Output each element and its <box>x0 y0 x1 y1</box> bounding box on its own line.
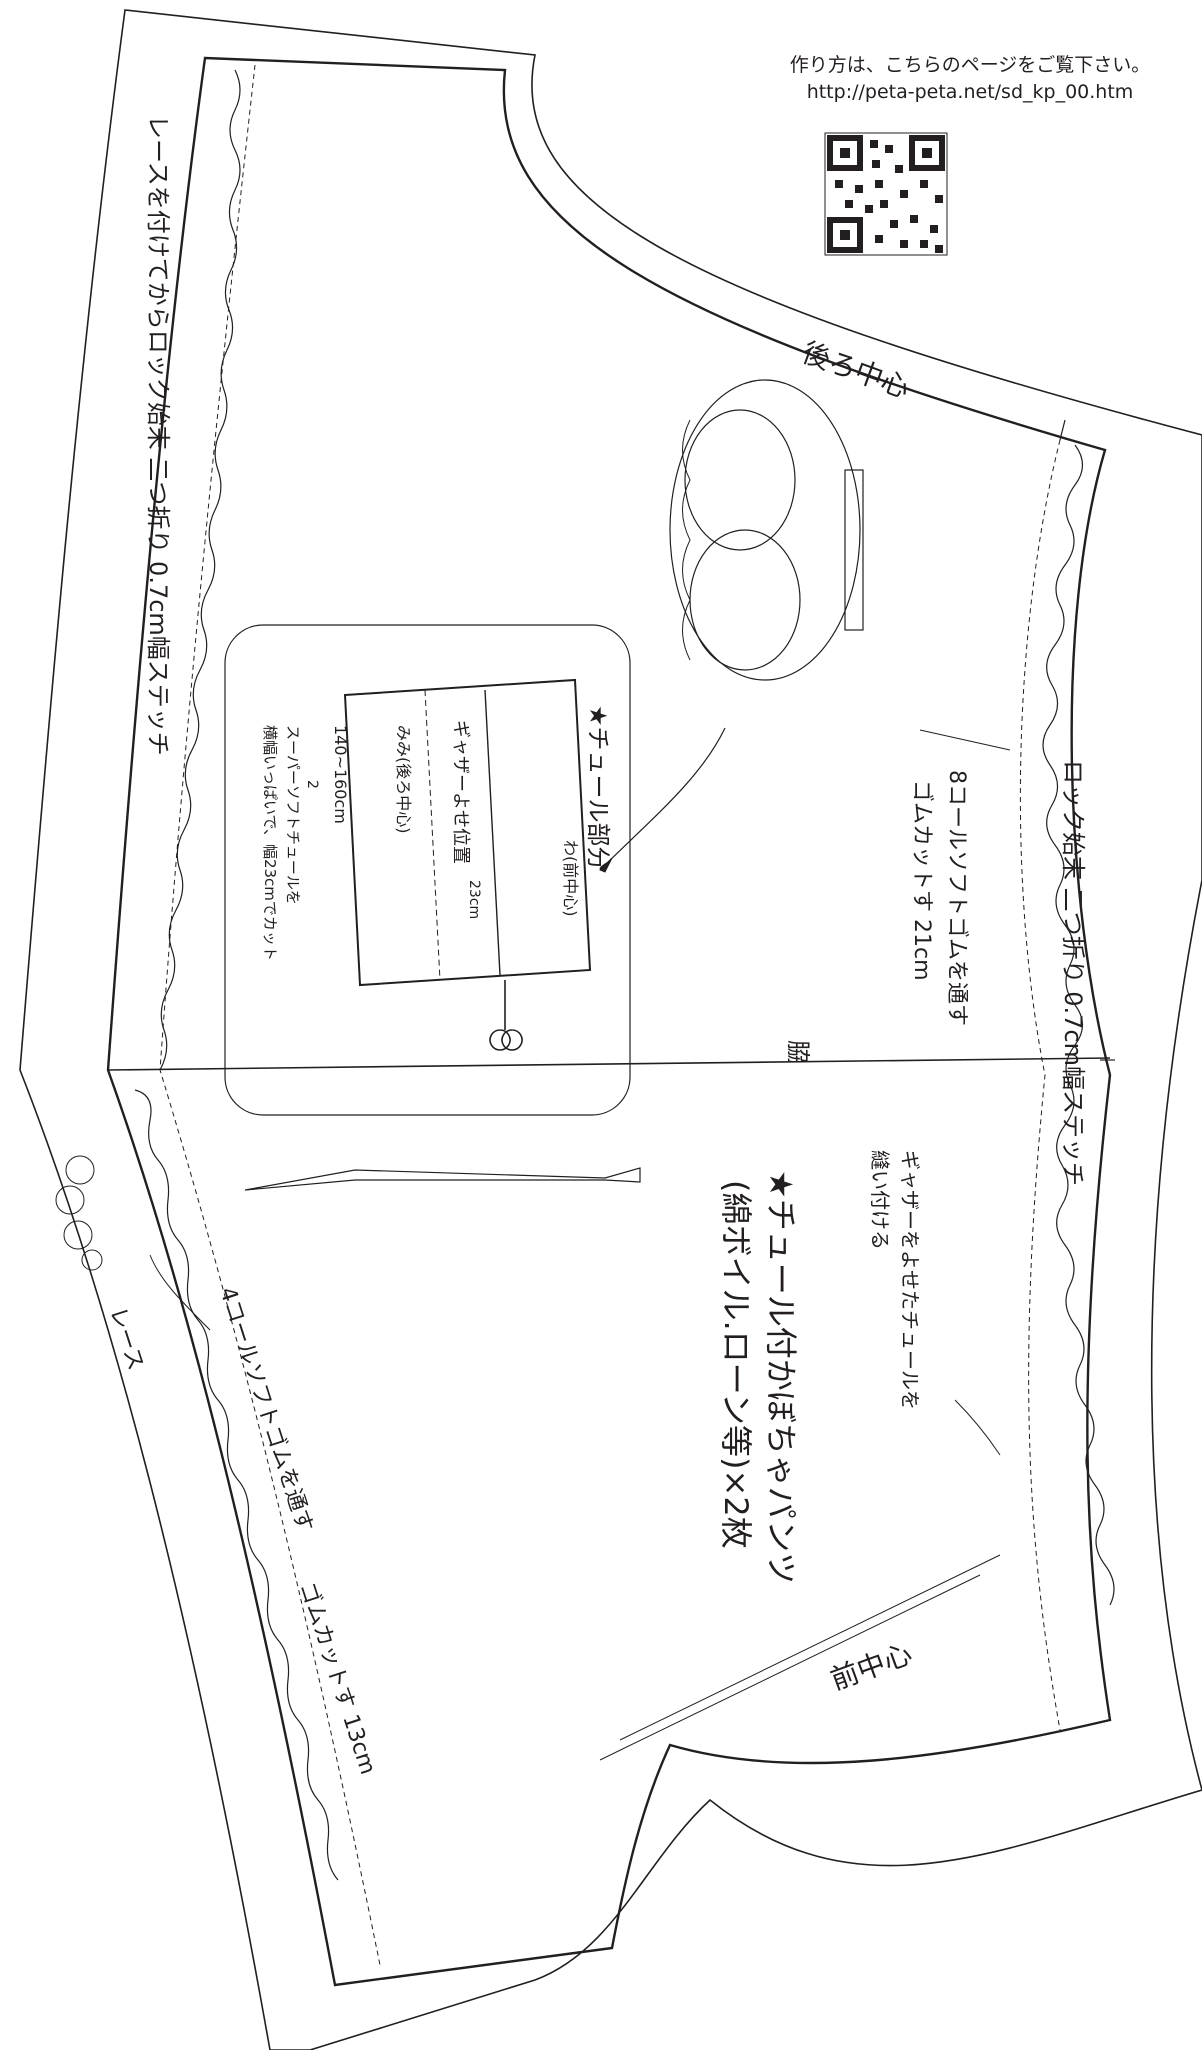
waist-elastic-label: 8コールソフトゴムを通す <box>944 770 969 1026</box>
pattern-title: ★チュール付かぼちゃパンツ <box>762 1170 800 1584</box>
tulle-gather-line <box>424 689 441 981</box>
tulle-selvage-label: みみ(後ろ中心) <box>394 725 413 834</box>
tulle-length-bottom: 2 <box>304 780 320 789</box>
leader-line <box>954 1399 1001 1456</box>
tulle-length-top: 140~160cm <box>331 725 350 824</box>
lace-wavy-line-waist <box>1042 444 1115 1606</box>
garment-illustration <box>669 379 864 681</box>
lace-wavy-line-hem <box>159 69 241 1071</box>
qr-code <box>824 132 948 256</box>
waist-instruction-label: ロック始末 二つ折り 0.7cm幅ステッチ <box>1059 760 1087 1186</box>
tulle-inset-title: ★チュール部分 <box>584 705 612 871</box>
tulle-inset-box <box>224 624 631 1116</box>
header: 作り方は、こちらのページをご覧下さい。 http://peta-peta.net… <box>760 52 1180 106</box>
waist-stitch-line <box>1019 439 1061 1731</box>
lace-wavy-line-leg <box>134 1089 339 1881</box>
tulle-desc-1: スーパーソフトチュールを <box>284 725 302 905</box>
pattern-line <box>106 56 1112 1987</box>
tulle-rectangle <box>343 678 592 987</box>
leader-line <box>149 1254 211 1331</box>
tulle-fold-line <box>484 689 501 976</box>
side-seam-line <box>107 1057 1111 1071</box>
instruction-text: 作り方は、こちらのページをご覧下さい。 <box>789 54 1151 76</box>
front-center-label: 前中心 <box>826 1637 916 1697</box>
lace-illustration <box>55 1155 103 1271</box>
tulle-gather-position-label: ギャザーよせ位置 <box>450 720 471 864</box>
scissors-icon <box>489 980 523 1051</box>
gather-note-label: ギャザーをよせたチュールを <box>898 1150 922 1410</box>
tulle-pointer-arrow <box>599 727 726 871</box>
leg-elastic-cut-label: ゴムカットす 13cm <box>294 1579 380 1777</box>
front-center-line <box>599 1554 1001 1761</box>
outer-cut-line <box>19 9 1202 2050</box>
leader-line <box>919 729 1011 751</box>
waist-elastic-cut-label: ゴムカットす 21cm <box>909 780 934 981</box>
hem-instruction-label: レースを付けてからロック始末 二つ折り 0.7cm幅ステッチ <box>144 115 172 756</box>
gather-note-2-label: 縫い付ける <box>868 1150 892 1250</box>
notch-mark <box>1059 419 1066 441</box>
arrow-head <box>599 857 613 873</box>
grain-arrow <box>244 1167 641 1191</box>
pattern-subtitle: (綿ボイル.ローン等)×2枚 <box>717 1180 755 1549</box>
leg-elastic-label: 4コールソフトゴムを通す <box>214 1284 317 1535</box>
side-seam-label: 脇 <box>784 1040 812 1064</box>
url-link[interactable]: http://peta-peta.net/sd_kp_00.htm <box>806 81 1134 103</box>
tulle-desc-2: 横幅いっぱいで、幅23cmでカット <box>261 725 279 961</box>
tulle-width-label: 23cm <box>466 880 482 919</box>
tulle-fold-label: わ(前中心) <box>561 840 580 917</box>
